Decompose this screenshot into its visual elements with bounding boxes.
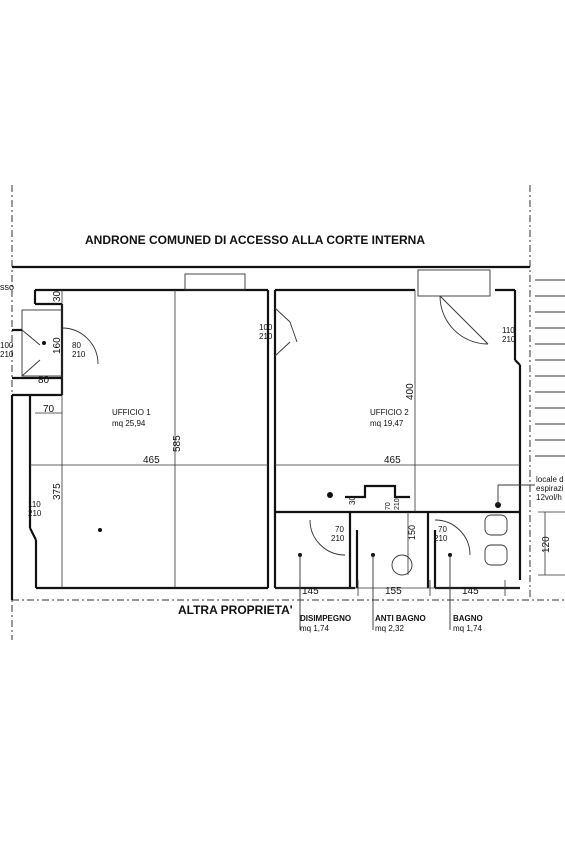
dim-155: 155	[385, 586, 402, 597]
note-line: 12vol/h	[536, 493, 562, 502]
door-height: 210	[394, 498, 401, 510]
room-area-bagno: mq 1,74	[453, 624, 482, 633]
door-height: 210	[502, 335, 516, 344]
entry-door	[21, 329, 41, 377]
dim-30-service: 30	[348, 496, 357, 505]
service-entry-jamb	[345, 484, 410, 499]
double-door	[274, 307, 298, 357]
window-niche	[184, 273, 246, 291]
door-height: 210	[331, 534, 345, 543]
door-width: 80	[72, 341, 81, 350]
room-area-antibagno: mq 2,32	[375, 624, 404, 633]
door-height: 210	[0, 350, 14, 359]
dim-160: 160	[52, 337, 63, 354]
room-name-disimpegno: DISIMPEGNO	[300, 614, 351, 623]
dim-465-right: 465	[384, 455, 401, 466]
wall	[514, 359, 521, 366]
dim-145-right: 145	[462, 586, 479, 597]
dim-375: 375	[52, 483, 63, 500]
washbasin	[391, 554, 413, 576]
neighbor-label: ALTRA PROPRIETA'	[178, 603, 293, 617]
room-area-ufficio-1: mq 25,94	[112, 419, 146, 428]
plan-title: ANDRONE COMUNED DI ACCESSO ALLA CORTE IN…	[85, 233, 425, 247]
door-width: 110	[502, 326, 515, 335]
door-width: 70	[438, 525, 447, 534]
door-width: 70	[335, 525, 344, 534]
door-height: 210	[434, 534, 448, 543]
window-niche	[417, 269, 491, 297]
door-swing	[434, 519, 471, 556]
door-height: 210	[72, 350, 86, 359]
room-name-antibagno: ANTI BAGNO	[375, 614, 426, 623]
dim-585: 585	[172, 435, 183, 452]
door-width: 100	[0, 341, 14, 350]
dim-120: 120	[541, 536, 552, 553]
light-point	[98, 528, 102, 532]
light-point	[327, 492, 333, 498]
room-area-disimpegno: mq 1,74	[300, 624, 329, 633]
door-swing	[439, 295, 489, 345]
toilet	[484, 514, 508, 536]
dim-30: 30	[52, 290, 63, 302]
door-height: 210	[28, 509, 42, 518]
dim-80: 80	[38, 375, 50, 386]
note-line: espirazi	[536, 484, 564, 493]
dim-145-left: 145	[302, 586, 319, 597]
door-height: 210	[259, 332, 273, 341]
room-name-ufficio-1: UFFICIO 1	[112, 408, 151, 417]
door-swing	[61, 327, 99, 365]
wall	[29, 527, 37, 541]
dim-465-left: 465	[143, 455, 160, 466]
room-name-ufficio-2: UFFICIO 2	[370, 408, 409, 417]
cut-label: sso	[0, 282, 14, 292]
dim-70: 70	[43, 404, 55, 415]
note-line: locale d	[536, 475, 564, 484]
dim-150: 150	[407, 525, 417, 540]
bidet	[484, 544, 508, 566]
dim-400: 400	[405, 383, 416, 400]
room-name-bagno: BAGNO	[453, 614, 483, 623]
staircase	[535, 279, 565, 457]
door-width: 110	[28, 500, 41, 509]
door-swing	[309, 519, 346, 556]
room-area-ufficio-2: mq 19,47	[370, 419, 404, 428]
door-width: 100	[259, 323, 273, 332]
light-point	[42, 341, 46, 345]
door-width: 70	[385, 502, 392, 510]
